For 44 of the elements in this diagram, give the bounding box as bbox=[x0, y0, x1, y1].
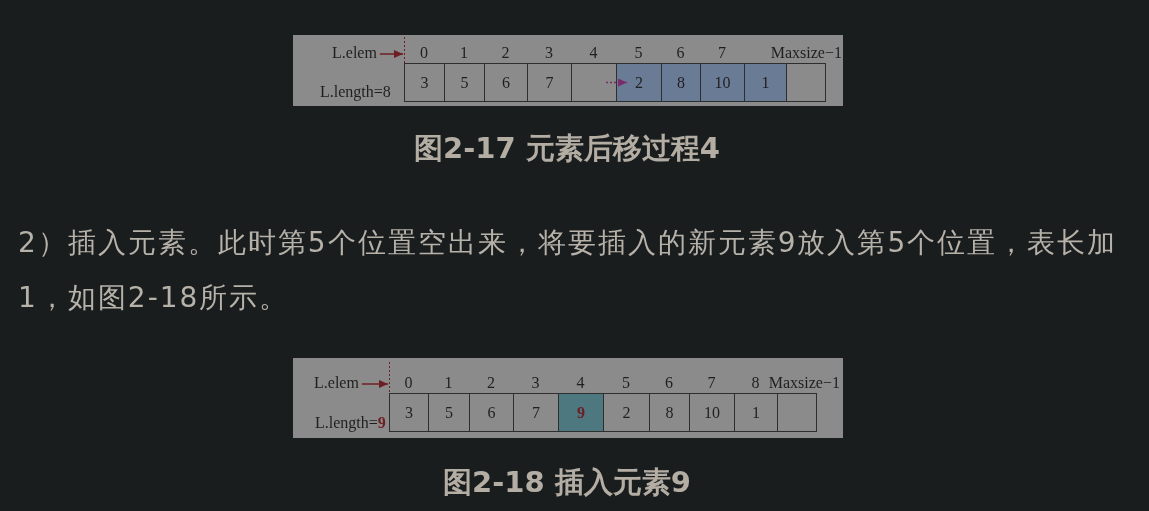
index-label: 0 bbox=[404, 374, 413, 392]
pointer-label: L.elem bbox=[332, 44, 377, 62]
array-cell: 6 bbox=[469, 393, 514, 432]
shift-arrow bbox=[605, 78, 628, 87]
index-label: 5 bbox=[634, 44, 643, 62]
index-label: 3 bbox=[531, 374, 540, 392]
array-cell: 10 bbox=[700, 63, 745, 102]
length-label: L.length=9 bbox=[315, 414, 386, 432]
pointer-label: L.elem bbox=[314, 374, 359, 392]
array-cell: 8 bbox=[649, 393, 690, 432]
index-label: 4 bbox=[589, 44, 598, 62]
index-label: 0 bbox=[420, 44, 428, 62]
capacity-label: Maxsize−1 bbox=[768, 374, 840, 392]
index-label: 2 bbox=[501, 44, 510, 62]
index-label: 4 bbox=[576, 374, 585, 392]
index-label: 6 bbox=[676, 44, 685, 62]
paragraph: 2）插入元素。此时第5个位置空出来，将要插入的新元素9放入第5个位置，表长加1，如图2-18所示。 bbox=[18, 225, 1119, 316]
array-cell: 2 bbox=[616, 63, 662, 102]
array-cell: 10 bbox=[689, 393, 735, 432]
array-cell: 6 bbox=[484, 63, 528, 102]
index-label: 1 bbox=[460, 44, 468, 62]
index-label: 1 bbox=[444, 374, 453, 392]
array-cell: 1 bbox=[734, 393, 778, 432]
index-label: 6 bbox=[665, 374, 673, 392]
array-cell: 5 bbox=[444, 63, 485, 102]
index-label: 2 bbox=[487, 374, 495, 392]
pointer-arrow bbox=[361, 380, 389, 388]
array-cell: 3 bbox=[389, 393, 429, 432]
array-cell: 8 bbox=[661, 63, 701, 102]
figure-caption: 图2-17 元素后移过程4 bbox=[414, 131, 720, 165]
index-label: 5 bbox=[622, 374, 630, 392]
figure-caption: 图2-18 插入元素9 bbox=[443, 465, 691, 499]
array-cell: 7 bbox=[527, 63, 572, 102]
index-label: 7 bbox=[707, 374, 716, 392]
empty-array-cell bbox=[777, 393, 817, 432]
index-label: 7 bbox=[718, 44, 726, 62]
capacity-label: Maxsize−1 bbox=[770, 44, 842, 62]
index-label: 3 bbox=[545, 44, 553, 62]
index-label: 8 bbox=[751, 374, 760, 392]
array-cell: 3 bbox=[404, 63, 445, 102]
array-cell: 1 bbox=[744, 63, 787, 102]
array-cell: 9 bbox=[558, 393, 604, 432]
array-cell: 2 bbox=[603, 393, 650, 432]
array-cell: 5 bbox=[428, 393, 470, 432]
